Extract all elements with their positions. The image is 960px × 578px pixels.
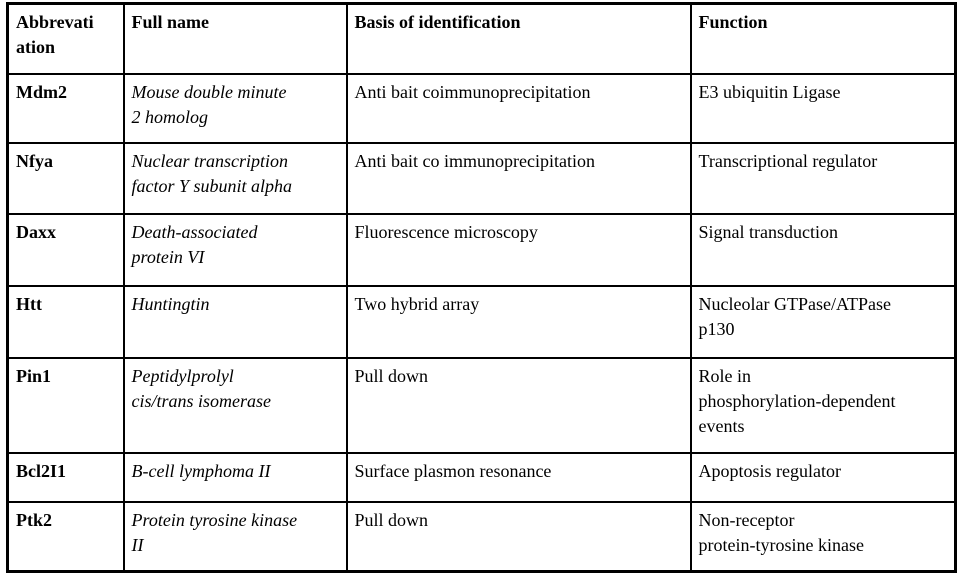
protein-interaction-table: Abbrevati ation Full name Basis of ident… xyxy=(6,2,957,573)
cell-basis: Two hybrid array xyxy=(345,284,692,359)
cell-basis: Surface plasmon resonance xyxy=(345,451,692,503)
cell-full-name: Mouse double minute 2 homolog xyxy=(122,72,348,144)
cell-basis: Anti bait coimmunoprecipitation xyxy=(345,72,692,144)
col-header-full-name: Full name xyxy=(122,2,348,75)
col-header-function: Function xyxy=(689,2,957,75)
cell-abbreviation: Pin1 xyxy=(6,356,125,454)
cell-basis: Fluorescence microscopy xyxy=(345,212,692,287)
cell-basis: Pull down xyxy=(345,500,692,573)
cell-full-name: Huntingtin xyxy=(122,284,348,359)
table-container: Abbrevati ation Full name Basis of ident… xyxy=(6,2,957,573)
cell-full-name: Protein tyrosine kinase II xyxy=(122,500,348,573)
col-header-basis-of-identification: Basis of identification xyxy=(345,2,692,75)
cell-abbreviation: Nfya xyxy=(6,141,125,215)
col-header-abbreviation: Abbrevati ation xyxy=(6,2,125,75)
cell-function: Non-receptor protein-tyrosine kinase xyxy=(689,500,957,573)
cell-abbreviation: Bcl2I1 xyxy=(6,451,125,503)
cell-function: Apoptosis regulator xyxy=(689,451,957,503)
cell-full-name: Peptidylprolyl cis/trans isomerase xyxy=(122,356,348,454)
cell-abbreviation: Mdm2 xyxy=(6,72,125,144)
table-row: Daxx Death-associated protein VI Fluores… xyxy=(6,212,957,287)
cell-function: Nucleolar GTPase/ATPase p130 xyxy=(689,284,957,359)
cell-function: Transcriptional regulator xyxy=(689,141,957,215)
table-row: Bcl2I1 B-cell lymphoma II Surface plasmo… xyxy=(6,451,957,503)
table-row: Pin1 Peptidylprolyl cis/trans isomerase … xyxy=(6,356,957,454)
cell-function: Signal transduction xyxy=(689,212,957,287)
cell-full-name: Nuclear transcription factor Y subunit a… xyxy=(122,141,348,215)
table-row: Nfya Nuclear transcription factor Y subu… xyxy=(6,141,957,215)
cell-abbreviation: Ptk2 xyxy=(6,500,125,573)
cell-function: E3 ubiquitin Ligase xyxy=(689,72,957,144)
cell-abbreviation: Htt xyxy=(6,284,125,359)
table-row: Mdm2 Mouse double minute 2 homolog Anti … xyxy=(6,72,957,144)
cell-abbreviation: Daxx xyxy=(6,212,125,287)
cell-function: Role in phosphorylation-dependent events xyxy=(689,356,957,454)
table-row: Htt Huntingtin Two hybrid array Nucleola… xyxy=(6,284,957,359)
header-row: Abbrevati ation Full name Basis of ident… xyxy=(6,2,957,75)
cell-full-name: B-cell lymphoma II xyxy=(122,451,348,503)
cell-full-name: Death-associated protein VI xyxy=(122,212,348,287)
table-row: Ptk2 Protein tyrosine kinase II Pull dow… xyxy=(6,500,957,573)
cell-basis: Anti bait co immunoprecipitation xyxy=(345,141,692,215)
cell-basis: Pull down xyxy=(345,356,692,454)
